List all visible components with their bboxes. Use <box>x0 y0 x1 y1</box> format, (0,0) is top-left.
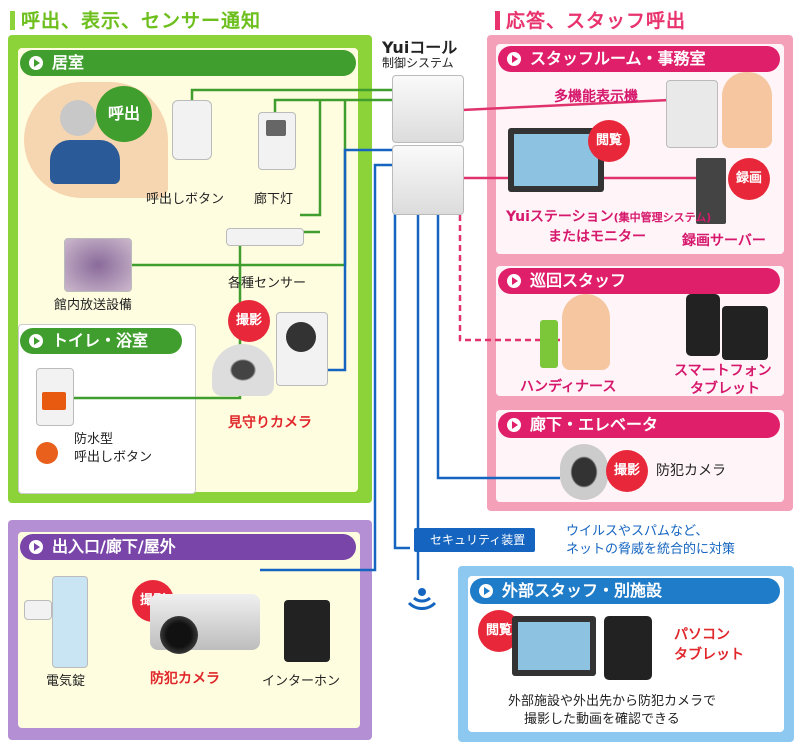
corridor-camera-label: 防犯カメラ <box>656 463 726 479</box>
patrol-title: 巡回スタッフ <box>530 271 627 290</box>
entrance-title: 出入口/廊下/屋外 <box>52 537 176 556</box>
pa-speaker <box>64 238 132 292</box>
smartphone-label-1: スマートフォン <box>674 363 772 379</box>
wireless-icon <box>407 588 437 610</box>
intercom-label: インターホン <box>262 674 341 689</box>
corridor-title: 廊下・エレベータ <box>530 415 659 434</box>
electric-lock-label: 電気錠 <box>46 674 86 689</box>
waterproof-button-icon <box>42 392 66 410</box>
station-label-small: (集中管理システム) <box>613 211 712 224</box>
smartphone-icon <box>686 294 720 356</box>
entrance-pill: 出入口/廊下/屋外 <box>20 534 356 560</box>
operator-icon <box>722 72 772 148</box>
external-title: 外部スタッフ・別施設 <box>502 581 663 600</box>
tablet-icon <box>722 306 768 360</box>
monitor-screen <box>514 134 598 186</box>
pa-system-label: 館内放送設備 <box>54 298 133 313</box>
line-watch-camera <box>325 148 392 372</box>
server-icon <box>696 158 726 224</box>
corridor-light-icon <box>266 120 286 136</box>
external-monitor-screen <box>518 622 590 670</box>
record-server-label: 録画サーバー <box>682 233 766 249</box>
left-heading-text: 呼出、表示、センサー通知 <box>21 10 262 32</box>
security-note-2: ネットの脅威を統合的に対策 <box>566 542 736 557</box>
pc-label-1: パソコン <box>674 627 730 643</box>
staff-room-title: スタッフルーム・事務室 <box>530 49 706 68</box>
box-camera-lens <box>286 322 316 352</box>
waterproof-label-1: 防水型 <box>74 432 114 447</box>
lock-panel-icon <box>24 600 52 620</box>
external-tablet-icon <box>604 616 652 680</box>
patrol-staff-icon <box>562 294 610 370</box>
multi-display-phone <box>666 80 718 148</box>
left-heading: 呼出、表示、センサー通知 <box>10 6 261 33</box>
brand-logo: Yuiコール <box>382 38 458 57</box>
security-device-badge: セキュリティ装置 <box>414 528 536 552</box>
intercom-icon <box>284 600 330 662</box>
toilet-pill: トイレ・浴室 <box>20 328 182 354</box>
line-call-button <box>190 88 400 100</box>
right-heading: 応答、スタッフ呼出 <box>495 6 686 33</box>
call-button-device <box>172 100 212 160</box>
record-badge: 録画 <box>728 158 770 200</box>
control-unit-top <box>392 75 464 143</box>
multi-display-label: 多機能表示機 <box>554 89 638 105</box>
bullet-camera-lens <box>160 616 198 654</box>
pc-label-2: タブレット <box>674 647 744 663</box>
right-heading-text: 応答、スタッフ呼出 <box>506 10 687 32</box>
brand-subtitle: 制御システム <box>382 56 454 70</box>
security-note-1: ウイルスやスパムなど、 <box>566 524 709 539</box>
corridor-pill: 廊下・エレベータ <box>498 412 780 438</box>
corridor-light-label: 廊下灯 <box>254 192 294 207</box>
view-badge: 閲覧 <box>588 120 630 162</box>
sensor-device <box>226 228 304 246</box>
resident-body <box>50 140 120 184</box>
dome-camera-icon <box>212 344 274 396</box>
door-icon <box>52 576 88 668</box>
room-pill: 居室 <box>20 50 356 76</box>
toilet-title: トイレ・浴室 <box>52 331 149 350</box>
shoot-badge: 撮影 <box>228 300 270 342</box>
station-label-2: またはモニター <box>548 229 646 245</box>
call-bubble: 呼出 <box>96 86 152 142</box>
external-note-1: 外部施設や外出先から防犯カメラで <box>508 694 717 709</box>
station-label-1: Yuiステーション <box>506 209 614 225</box>
staff-room-pill: スタッフルーム・事務室 <box>498 46 780 72</box>
control-unit-bottom <box>392 145 464 215</box>
room-title: 居室 <box>52 53 85 72</box>
security-camera-label: 防犯カメラ <box>150 671 220 687</box>
pull-cord-icon <box>36 442 58 464</box>
sensors-label: 各種センサー <box>228 276 307 291</box>
external-pill: 外部スタッフ・別施設 <box>470 578 780 604</box>
waterproof-label-2: 呼出しボタン <box>74 450 153 465</box>
corridor-camera-icon <box>560 444 608 500</box>
patrol-pill: 巡回スタッフ <box>498 268 780 294</box>
station-label: Yuiステーション(集中管理システム) <box>506 206 711 226</box>
resident-head <box>60 100 96 136</box>
watch-camera-label: 見守りカメラ <box>228 415 312 431</box>
handy-nurse-icon <box>540 320 558 368</box>
external-note-2: 撮影した動画を確認できる <box>524 712 680 727</box>
handy-nurse-label: ハンディナース <box>520 379 617 395</box>
corridor-shoot-badge: 撮影 <box>606 450 648 492</box>
call-button-label: 呼出しボタン <box>146 192 225 207</box>
smartphone-label-2: タブレット <box>690 381 760 397</box>
